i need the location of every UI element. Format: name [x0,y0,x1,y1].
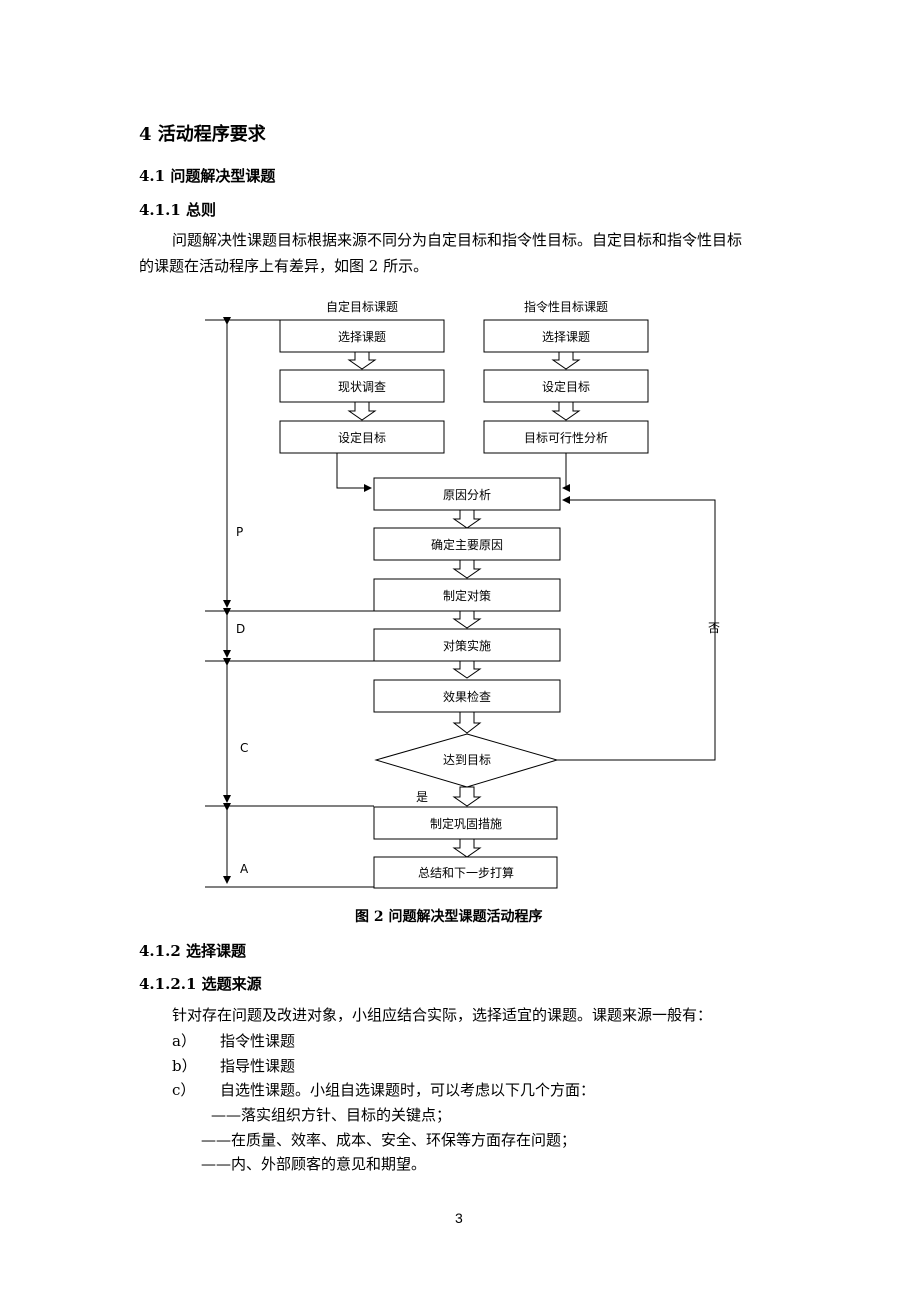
list-marker: a） [172,1032,196,1050]
flow-box-label: 设定目标 [338,430,386,445]
flow-box-label: 对策实施 [443,638,491,653]
flow-box-left-3: 设定目标 [279,420,445,454]
list-marker: c） [172,1081,196,1099]
flow-box-label: 选择课题 [338,330,386,344]
dash-item: ——内、外部顾客的意见和期望。 [201,1155,427,1173]
list-item: 指导性课题 [220,1057,296,1075]
flow-box-label: 原因分析 [443,488,491,502]
phase-label-c: C [240,741,248,755]
phase-label-d: D [236,622,245,636]
flow-box-label: 制定对策 [443,588,491,603]
decision-label: 达到目标 [443,753,491,767]
phase-label-p: P [236,525,243,539]
flow-box-label: 现状调查 [338,380,386,394]
column-title-left: 自定目标课题 [326,299,398,314]
flow-box-label: 选择课题 [542,330,590,344]
paragraph-line: 针对存在问题及改进对象，小组应结合实际，选择适宜的课题。课题来源一般有： [172,1006,713,1024]
dash-item: ——在质量、效率、成本、安全、环保等方面存在问题； [201,1131,577,1149]
flow-box-cause-analysis: 原因分析 [373,477,561,511]
section-heading: 4 活动程序要求 [139,124,266,145]
flow-box-label: 确定主要原因 [431,537,503,552]
subsubsubsection-heading: 4.1.2.1 选题来源 [139,975,262,993]
list-item: 指令性课题 [220,1032,296,1050]
flow-box-right-3: 目标可行性分析 [483,420,649,454]
figure-caption: 图 2 问题解决型课题活动程序 [355,909,543,925]
flow-box-check: 效果检查 [373,679,561,713]
page-number: 3 [455,1210,463,1226]
flow-box-right-2: 设定目标 [483,369,649,403]
flow-box-label: 效果检查 [443,689,491,704]
flow-box-right-1: 选择课题 [483,319,649,353]
hollow-arrows [347,351,581,858]
flow-box-label: 总结和下一步打算 [418,865,514,880]
flow-box-consolidate: 制定巩固措施 [373,806,558,840]
flow-box-label: 目标可行性分析 [524,431,608,445]
flow-decision: 达到目标 [374,733,559,788]
flow-box-left-1: 选择课题 [279,319,445,353]
dash-item: ——落实组织方针、目标的关键点； [211,1106,452,1124]
flow-box-implement: 对策实施 [373,628,561,662]
subsubsection-heading: 4.1.2 选择课题 [139,942,246,960]
right-connector [562,453,570,492]
paragraph-line: 的课题在活动程序上有差异，如图 2 所示。 [139,257,429,275]
flow-box-main-cause: 确定主要原因 [373,527,561,561]
no-label: 否 [708,621,720,635]
flowchart: 自定目标课题 指令性目标课题 选择课题 现状调查 设定目标 选择课题 设定目标 … [205,299,720,889]
yes-label: 是 [416,790,428,804]
phase-label-a: A [240,862,249,876]
flow-box-countermeasure: 制定对策 [373,578,561,612]
flow-box-label: 设定目标 [542,379,590,394]
paragraph-line: 问题解决性课题目标根据来源不同分为自定目标和指令性目标。自定目标和指令性目标 [172,231,743,249]
list-marker: b） [172,1057,197,1075]
phase-lines [205,319,374,888]
flow-box-summary: 总结和下一步打算 [373,856,558,889]
list-item: 自选性课题。小组自选课题时，可以考虑以下几个方面： [220,1081,596,1099]
subsubsection-heading: 4.1.1 总则 [139,201,216,219]
subsection-heading: 4.1 问题解决型课题 [139,167,276,185]
column-title-right: 指令性目标课题 [524,299,608,314]
flow-box-label: 制定巩固措施 [430,816,502,831]
